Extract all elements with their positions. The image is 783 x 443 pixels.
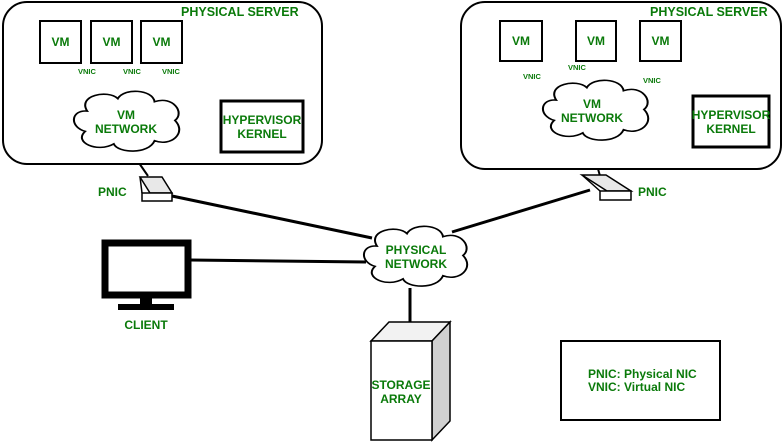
physical-server-right: PHYSICAL SERVER VM VM VM VNIC VNIC VNIC … bbox=[460, 1, 782, 170]
vm-label: VM bbox=[652, 34, 670, 48]
vnic-label: VNIC bbox=[523, 72, 542, 81]
server-title: PHYSICAL SERVER bbox=[181, 5, 299, 19]
vm-label: VM bbox=[153, 35, 171, 49]
vm-label: VM bbox=[103, 35, 121, 49]
legend-entry-vnic: VNIC: Virtual NIC bbox=[588, 380, 685, 394]
hypervisor-kernel-box bbox=[691, 94, 771, 149]
hypervisor-label: HYPERVISOR bbox=[223, 113, 302, 127]
pnic-label: PNIC bbox=[638, 185, 667, 199]
vm-network-label: NETWORK bbox=[95, 122, 157, 136]
vnic-label: VNIC bbox=[643, 76, 662, 85]
vm-network-label: NETWORK bbox=[561, 111, 623, 125]
storage-label: ARRAY bbox=[380, 392, 422, 406]
hypervisor-label: KERNEL bbox=[706, 122, 755, 136]
client-monitor-icon bbox=[101, 239, 192, 310]
vm-box bbox=[39, 20, 82, 64]
vnic-label: VNIC bbox=[78, 67, 97, 76]
storage-label: STORAGE bbox=[371, 378, 430, 392]
vm-box bbox=[90, 20, 133, 64]
pnic-label: PNIC bbox=[98, 185, 127, 199]
server-title: PHYSICAL SERVER bbox=[650, 5, 768, 19]
vm-box bbox=[140, 20, 183, 64]
vm-box bbox=[575, 20, 617, 62]
vm-network-label: VM bbox=[117, 108, 135, 122]
vm-network-label: VM bbox=[583, 97, 601, 111]
pnic-left bbox=[138, 176, 174, 202]
hypervisor-label: KERNEL bbox=[237, 127, 286, 141]
hypervisor-kernel-box bbox=[219, 99, 305, 154]
physical-network-label: PHYSICAL bbox=[386, 243, 447, 257]
physical-server-left: PHYSICAL SERVER VM VM VM VNIC VNIC VNIC … bbox=[2, 1, 323, 165]
vm-box bbox=[639, 20, 682, 62]
vm-box bbox=[499, 20, 543, 62]
vm-label: VM bbox=[587, 34, 605, 48]
storage-array-icon bbox=[369, 320, 452, 442]
hypervisor-label: HYPERVISOR bbox=[692, 108, 771, 122]
vnic-label: VNIC bbox=[568, 63, 587, 72]
vm-label: VM bbox=[512, 34, 530, 48]
vm-label: VM bbox=[52, 35, 70, 49]
pnic-right bbox=[579, 174, 634, 201]
physical-network-label: NETWORK bbox=[385, 257, 447, 271]
vnic-label: VNIC bbox=[123, 67, 142, 76]
client-label: CLIENT bbox=[124, 318, 168, 332]
client-to-network bbox=[189, 258, 367, 264]
pnic-right-to-network bbox=[451, 188, 591, 234]
pnic-left-to-network bbox=[171, 194, 373, 240]
vnic-label: VNIC bbox=[162, 67, 181, 76]
legend-entry-pnic: PNIC: Physical NIC bbox=[588, 367, 697, 381]
legend-box: PNIC: Physical NIC VNIC: Virtual NIC bbox=[560, 340, 721, 421]
